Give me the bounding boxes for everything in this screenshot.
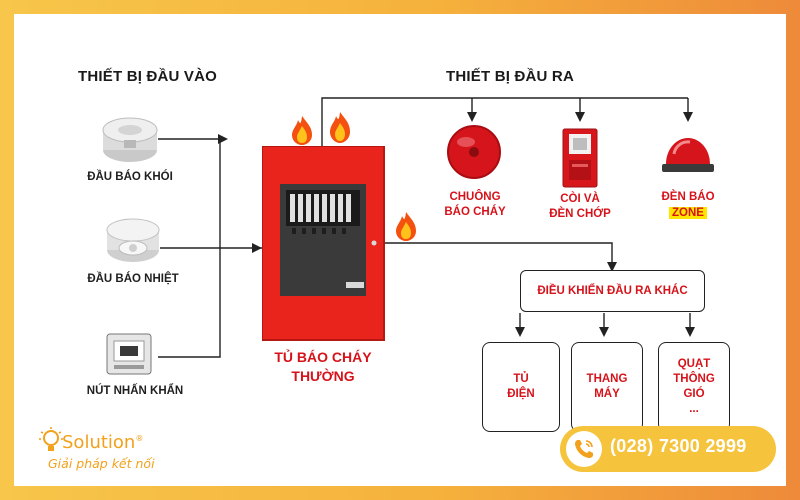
fire-bell-icon [447,125,501,179]
sub-box-fan-line1: QUẠT [677,358,711,370]
smoke-detector-icon [102,117,158,162]
sub-box-cabinet-line1: TỦ [513,373,529,385]
input-label-smoke: ĐẦU BÁO KHÓI [87,171,173,183]
lightbulb-logo-icon [39,427,63,451]
output-label-horn-1: CÒI VÀ [560,193,600,205]
panel-to-control-line [384,242,613,268]
zone-lamp-icon [662,138,714,172]
phone-icon-circle [566,431,602,467]
sub-box-elevator-line1: THANG [586,373,628,385]
phone-icon [575,440,593,458]
sub-box-elevator: THANG MÁY [571,342,643,432]
zone-highlight: ZONE [669,207,707,219]
contact-phone[interactable]: (028) 7300 2999 [610,436,747,456]
sub-box-cabinet: TỦ ĐIỆN [482,342,560,432]
sub-box-cabinet-line2: ĐIỆN [507,388,535,400]
sub-box-fan: QUẠT THÔNG GIÓ... [658,342,730,432]
heat-detector-icon [106,218,160,262]
panel-caption-line2: THƯỜNG [291,368,355,384]
output-label-horn-2: ĐÈN CHỚP [549,208,611,220]
brand-registered: ® [135,434,144,443]
sub-box-fan-line3: GIÓ [683,388,705,400]
inputs-title: THIẾT BỊ ĐẦU VÀO [78,68,218,85]
control-box-label: ĐIỀU KHIỂN ĐẦU RA KHÁC [537,284,688,297]
flame-icon [396,212,416,241]
brand-tagline: Giải pháp kết nối [48,456,155,471]
output-label-bell-1: CHUÔNG [449,191,501,203]
horn-strobe-icon [562,128,598,188]
panel-caption-line1: TỦ BÁO CHÁY [274,349,372,365]
sub-box-fan-line2: THÔNG [673,373,715,385]
output-bus-line [321,97,688,147]
sub-box-fan-line4: ... [689,403,699,415]
fire-alarm-panel [262,146,385,341]
sub-box-elevator-line2: MÁY [594,388,620,400]
manual-call-point-icon [106,333,152,375]
output-label-bell-2: BÁO CHÁY [444,206,506,218]
output-label-zone-1: ĐÈN BÁO [661,191,715,203]
brand-name: Solution® [62,432,144,453]
flame-icon [292,116,312,145]
input-label-call-point: NÚT NHẤN KHẨN [86,385,184,397]
control-box: ĐIỀU KHIỂN ĐẦU RA KHÁC [520,270,705,312]
outputs-title: THIẾT BỊ ĐẦU RA [446,68,574,85]
input-label-heat: ĐẦU BÁO NHIỆT [87,273,179,285]
flame-icon [330,112,350,143]
output-label-zone-2: ZONE [640,206,736,221]
